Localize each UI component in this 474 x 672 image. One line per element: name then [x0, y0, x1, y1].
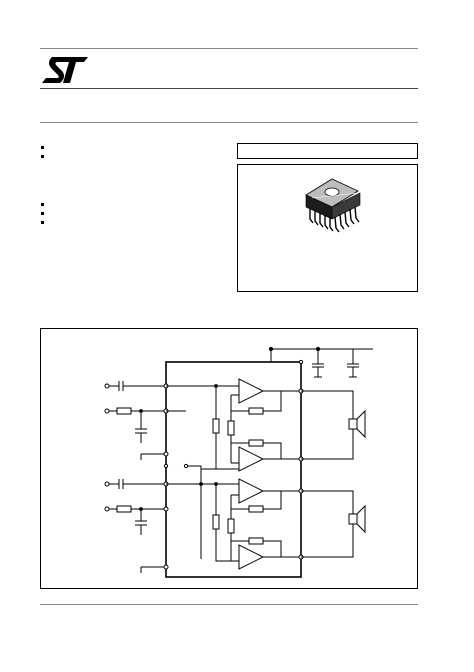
feature-bullet: [41, 212, 44, 215]
feature-bullet: [41, 203, 44, 206]
feature-bullet: [41, 146, 44, 149]
feature-bullet: [41, 155, 44, 158]
header-top-rule: [40, 48, 418, 49]
section-rule: [40, 122, 418, 123]
feature-bullet: [41, 221, 44, 224]
amplifier-schematic: [40, 328, 418, 589]
header-bottom-rule: [40, 88, 418, 89]
st-logo-icon: [40, 55, 92, 85]
chip-package-icon: [298, 173, 378, 243]
package-caption-box: [237, 143, 418, 159]
footer-rule: [40, 604, 418, 605]
package-image-box: [237, 164, 418, 292]
